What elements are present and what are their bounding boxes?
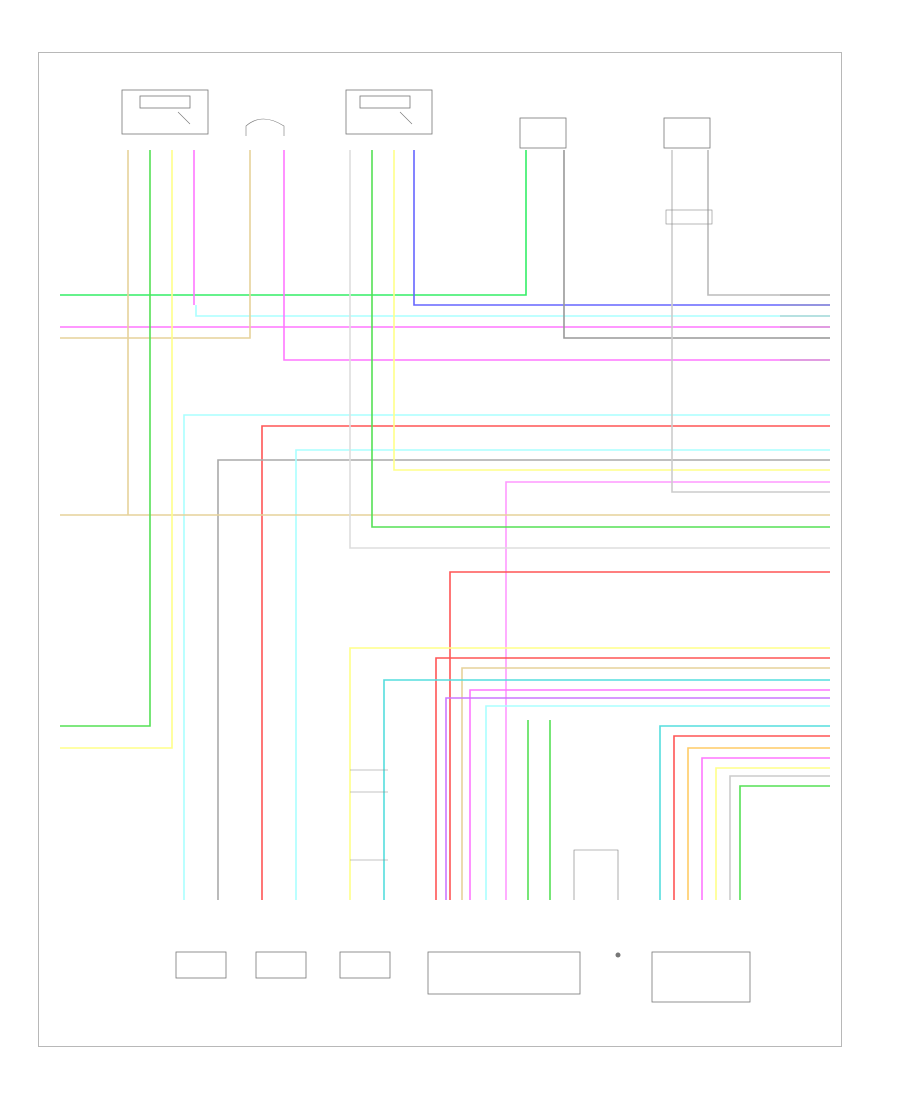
wire-pink-low	[469, 689, 830, 900]
wire-green-mid	[371, 150, 830, 528]
component-top-left-module	[121, 89, 209, 135]
wire-pink-right	[701, 757, 830, 900]
wire-gray-top	[707, 150, 830, 296]
wire-gray-sensor	[563, 150, 830, 339]
wire-cyan-right	[659, 725, 830, 900]
wire-yellow-right	[715, 767, 830, 900]
wire-red-right	[673, 735, 830, 900]
wire-green-left	[60, 150, 151, 727]
wire-violet-mid	[505, 481, 830, 900]
wire-yellow-low	[349, 647, 830, 900]
wire-lt-blue-top	[195, 305, 830, 317]
wire-pink-mid	[283, 150, 830, 361]
component-top-sensor-2	[663, 117, 711, 149]
wire-green-right	[739, 785, 830, 900]
wire-lt-blue-low	[485, 705, 830, 900]
component-bottom-sensor-3	[339, 951, 391, 979]
component-top-center-module	[345, 89, 433, 135]
wire-red-low	[449, 571, 830, 900]
wire-lt-blue-mid	[183, 414, 830, 900]
wire-gray-mid	[217, 459, 830, 900]
component-top-sensor-1	[519, 117, 567, 149]
component-bottom-sensor-1	[175, 951, 227, 979]
wire-buses	[60, 150, 830, 900]
splices	[350, 209, 713, 861]
component-bottom-switch	[573, 849, 621, 958]
wire-yellow-left	[60, 150, 173, 749]
wire-red-mid	[261, 425, 830, 900]
wire-gray-sensor2	[671, 150, 830, 493]
diagram-frame	[38, 52, 842, 1047]
wire-cyan-mid	[295, 449, 830, 900]
wire-violet-low	[445, 697, 830, 900]
connector-ticks-right	[780, 294, 830, 361]
wire-gray-right	[729, 775, 830, 900]
component-bottom-sensor-2	[255, 951, 307, 979]
wire-yellow-mid	[393, 150, 830, 471]
wire-red-low2	[435, 657, 830, 900]
wire-lt-green-top	[60, 150, 527, 296]
wire-tan-top	[60, 150, 251, 339]
component-bottom-right-module	[651, 951, 751, 1003]
wire-blue-top	[413, 150, 830, 306]
wire-orange-right	[687, 747, 830, 900]
component-top-switch	[245, 118, 285, 136]
wire-cyan-low	[383, 679, 830, 900]
wire-gray-long	[349, 150, 830, 549]
wire-orange-low	[461, 667, 830, 900]
component-bottom-module	[427, 951, 581, 995]
